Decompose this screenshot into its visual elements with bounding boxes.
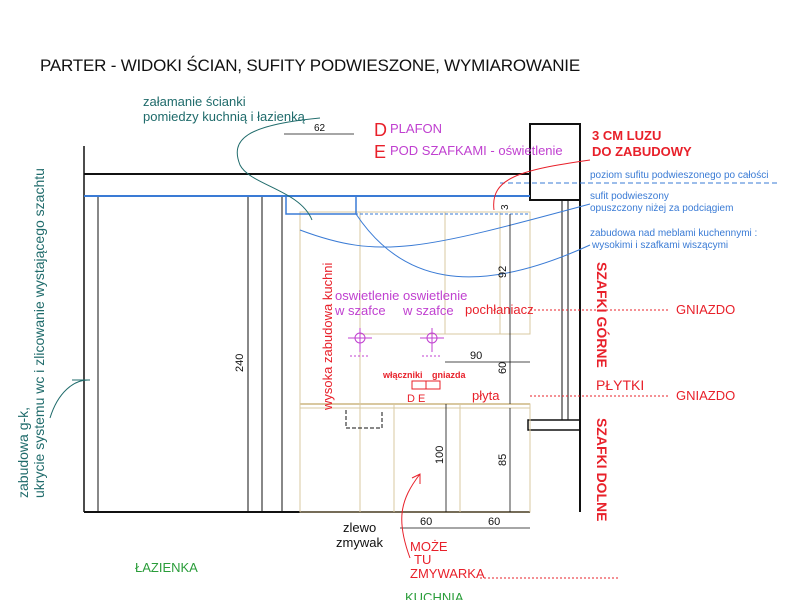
dishwasher-line3: ZMYWARKA	[410, 566, 485, 581]
dishwasher-line2: TU	[414, 552, 431, 567]
gk-leader-line	[49, 379, 89, 419]
gk-note-line1: zabudowa g-k,	[15, 407, 31, 498]
gap-note-line2: DO ZABUDOWY	[592, 144, 692, 159]
beam-box	[529, 123, 581, 201]
gap-note-line1: 3 CM LUZU	[592, 128, 661, 143]
built-in-note-line1: zabudowa nad meblami kuchennymi :	[590, 228, 757, 239]
teal-leader-line	[236, 117, 321, 221]
lower-cabinets-label: SZAFKI DOLNE	[594, 418, 610, 521]
sink-symbol	[345, 410, 383, 429]
tiles-label: PŁYTKI	[596, 377, 644, 393]
light1-circle	[354, 332, 366, 344]
sink-label-line1: zlewo	[343, 520, 376, 535]
light-fixtures	[348, 328, 444, 357]
dim-92: 92	[497, 266, 509, 278]
light1-label-line2: w szafce	[334, 303, 386, 318]
dim-60-b1: 60	[420, 516, 432, 528]
dim-3: 3	[500, 204, 511, 210]
light2-circle	[426, 332, 438, 344]
beam-blue-box	[285, 195, 357, 215]
dimension-lines	[247, 133, 530, 529]
hood-label: pochłaniacz	[465, 302, 534, 317]
dim-62: 62	[314, 123, 326, 134]
built-in-note-line2: wysokimi i szafkami wiszącymi	[591, 240, 728, 251]
outlet1-label: GNIAZDO	[676, 302, 735, 317]
light1-label-line1: oswietlenie	[335, 288, 399, 303]
sink-label-line2: zmywak	[336, 535, 383, 550]
bend-note-line2: pomiedzy kuchnią i łazienką	[143, 109, 306, 124]
de-label: D E	[407, 393, 425, 405]
gk-note-line2: ukrycie systemu wc i zlicowanie wystając…	[31, 168, 47, 498]
dim-240: 240	[234, 354, 246, 372]
switches-label: włączniki	[382, 370, 423, 380]
kitchen-label: KUCHNIA	[405, 590, 464, 600]
outlet2-label: GNIAZDO	[676, 388, 735, 403]
ceiling-lines	[84, 182, 780, 278]
gap-leader	[493, 159, 591, 211]
hob-label: płyta	[472, 388, 500, 403]
dishwasher-arrow-line	[401, 473, 421, 559]
page-title: PARTER - WIDOKI ŚCIAN, SUFITY PODWIESZON…	[40, 56, 580, 75]
dim-60-b2: 60	[488, 516, 500, 528]
tall-cabinet-outline	[299, 211, 361, 513]
upper-cabinets-label: SZAFKI GÓRNE	[594, 262, 611, 368]
dim-60-mid: 60	[497, 362, 509, 374]
under-letter: E	[374, 142, 386, 162]
suspended-note-line1: sufit podwieszony	[590, 191, 669, 202]
dishwasher-line1: MOŻE	[410, 539, 448, 554]
plafon-letter: D	[374, 120, 387, 140]
dim-90: 90	[470, 350, 482, 362]
dishwasher-arrowhead	[411, 473, 421, 484]
dim-100: 100	[434, 446, 446, 464]
light2-label-line2: w szafce	[402, 303, 454, 318]
plafon-label: PLAFON	[390, 121, 442, 136]
window-sill	[527, 419, 581, 431]
tall-kitchen-label: wysoka zabudowa kuchni	[320, 262, 335, 411]
suspended-note-line2: opuszczony niżej za podciągiem	[590, 203, 733, 214]
bathroom-label: ŁAZIENKA	[135, 560, 198, 575]
bend-note-line1: załamanie ścianki	[143, 94, 246, 109]
socket-label: gniazda	[432, 370, 466, 380]
blue-leader-2	[355, 213, 591, 278]
blue-leader-1	[299, 203, 591, 248]
red-leaders	[345, 159, 670, 579]
light2-label-line1: oswietlenie	[403, 288, 467, 303]
dim-85: 85	[497, 454, 509, 466]
ceiling-level-note: poziom sufitu podwieszonego po całości	[590, 170, 768, 181]
under-label: POD SZAFKAMI - oświetlenie	[390, 143, 563, 158]
cabinet-outlines	[299, 211, 531, 513]
